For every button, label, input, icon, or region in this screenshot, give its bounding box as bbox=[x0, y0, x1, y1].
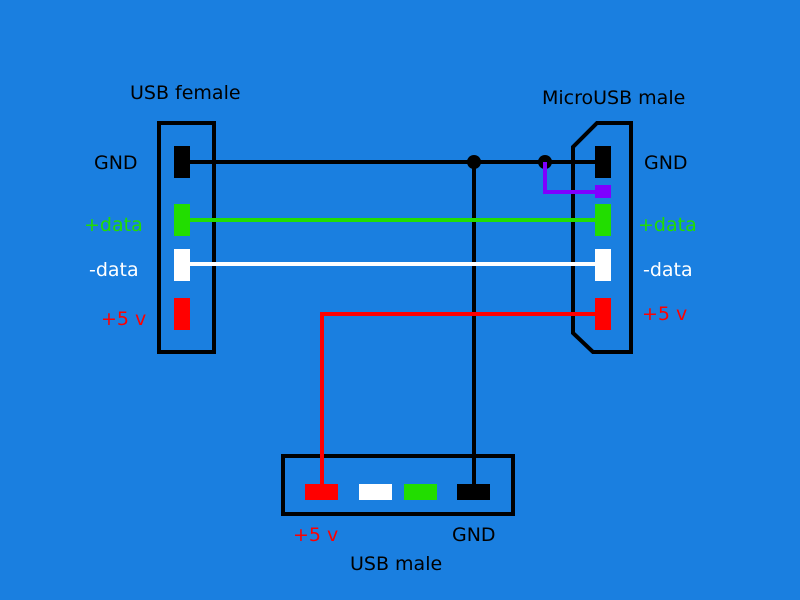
usb-male-connector bbox=[281, 454, 515, 516]
junction-gnd-1 bbox=[467, 155, 481, 169]
micro-usb-label-vcc: +5 v bbox=[642, 303, 688, 325]
micro-usb-male-connector bbox=[571, 121, 633, 354]
micro-usb-pin-data-plus bbox=[595, 204, 611, 236]
usb-male-title: USB male bbox=[350, 553, 443, 575]
usb-female-label-data-minus: -data bbox=[89, 259, 139, 281]
usb-female-pin-gnd bbox=[174, 146, 190, 178]
micro-usb-pin-gnd bbox=[595, 146, 611, 178]
usb-female-label-vcc: +5 v bbox=[101, 308, 147, 330]
usb-male-label-gnd: GND bbox=[452, 524, 496, 546]
micro-usb-label-data-minus: -data bbox=[643, 259, 693, 281]
micro-usb-male-title: MicroUSB male bbox=[542, 87, 686, 109]
micro-usb-pin-id bbox=[595, 185, 611, 198]
usb-female-pin-data-plus bbox=[174, 204, 190, 236]
usb-male-label-vcc: +5 v bbox=[293, 524, 339, 546]
usb-female-label-data-plus: +data bbox=[84, 214, 143, 236]
usb-female-pin-data-minus bbox=[174, 249, 190, 281]
micro-usb-label-data-plus: +data bbox=[638, 214, 697, 236]
wire-vcc bbox=[320, 312, 595, 484]
usb-female-label-gnd: GND bbox=[94, 152, 138, 174]
micro-usb-label-gnd: GND bbox=[644, 152, 688, 174]
usb-female-pin-vcc bbox=[174, 298, 190, 330]
usb-male-pin-data-plus bbox=[404, 484, 437, 500]
micro-usb-pin-data-minus bbox=[595, 249, 611, 281]
usb-male-pin-gnd bbox=[457, 484, 490, 500]
usb-female-connector bbox=[157, 121, 216, 354]
usb-male-pin-data-minus bbox=[359, 484, 392, 500]
usb-female-title: USB female bbox=[130, 82, 241, 104]
usb-male-pin-vcc bbox=[305, 484, 338, 500]
micro-usb-pin-vcc bbox=[595, 298, 611, 330]
wire-id-to-gnd bbox=[543, 162, 595, 194]
